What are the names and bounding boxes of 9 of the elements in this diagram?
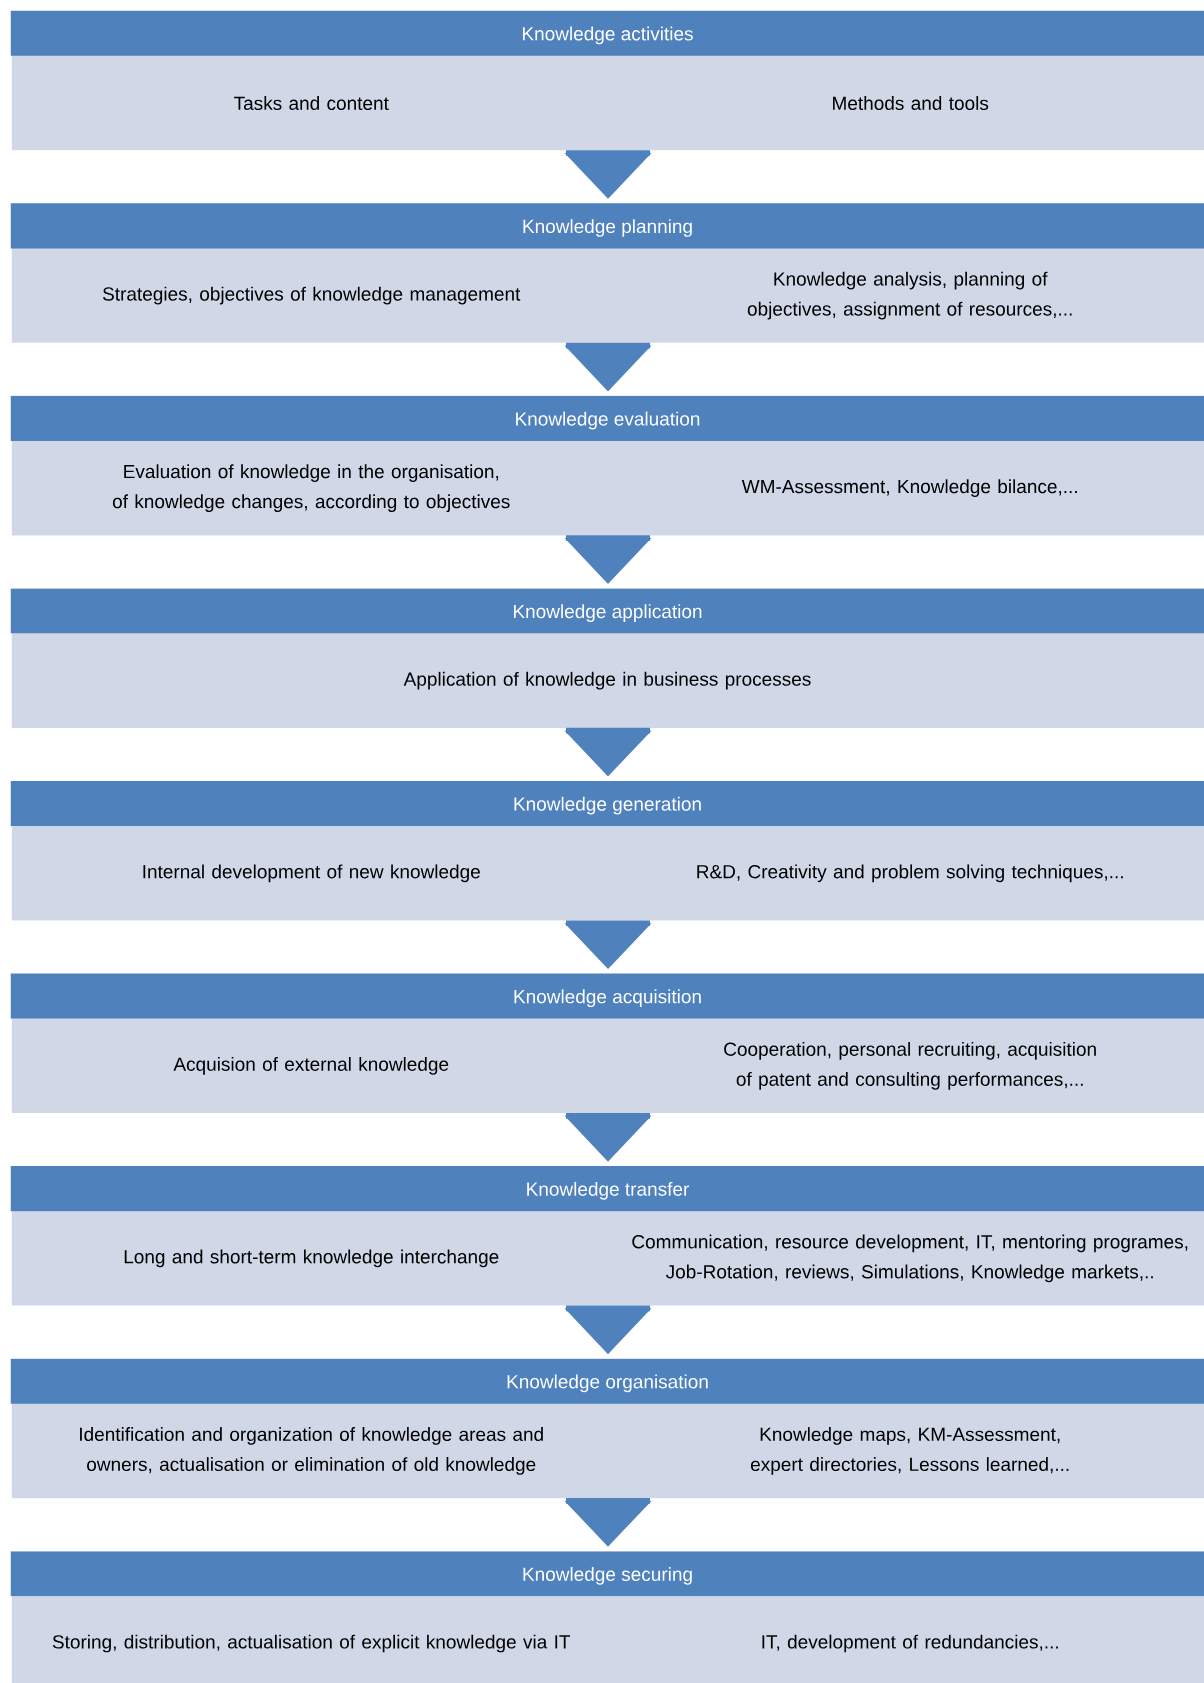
stage-box: Knowledge acquisition Acquision of external knowledge Cooperation, personal recruiting, acquisition of patent and consulting performances,... (10, 973, 1204, 1115)
stage-box: Knowledge activities Tasks and content Methods and tools (10, 10, 1204, 152)
stage-box: Knowledge application Application of knowledge in business processes (10, 588, 1204, 729)
stage-box: Knowledge organisation Identification and organization of knowledge areas and owners, actualisation or elimination of old knowledge Knowledge maps, KM-Assessment, expert directories, Lessons learned,... (10, 1358, 1204, 1500)
stage-box: Knowledge generation Internal development of new knowledge R&D, Creativity and problem solving techniques,... (10, 780, 1204, 922)
stage-box: Knowledge evaluation Evaluation of knowledge in the organisation, of knowledge changes, according to objectives WM-Assessment, Knowledge bilance,... (10, 395, 1204, 537)
stage-box: Knowledge transfer Long and short-term knowledge interchange Communication, resource development, IT, mentoring programes, Job-Rotation, reviews, Simulations, Knowledge markets,.. (10, 1166, 1204, 1307)
stage-box: Knowledge securing Storing, distribution, actualisation of explicit knowledge via IT IT, development of redundancies,... (10, 1551, 1204, 1683)
stage-box: Knowledge planning Strategies, objectives of knowledge management Knowledge analysis, planning of objectives, assignment of resources,... (10, 203, 1204, 344)
